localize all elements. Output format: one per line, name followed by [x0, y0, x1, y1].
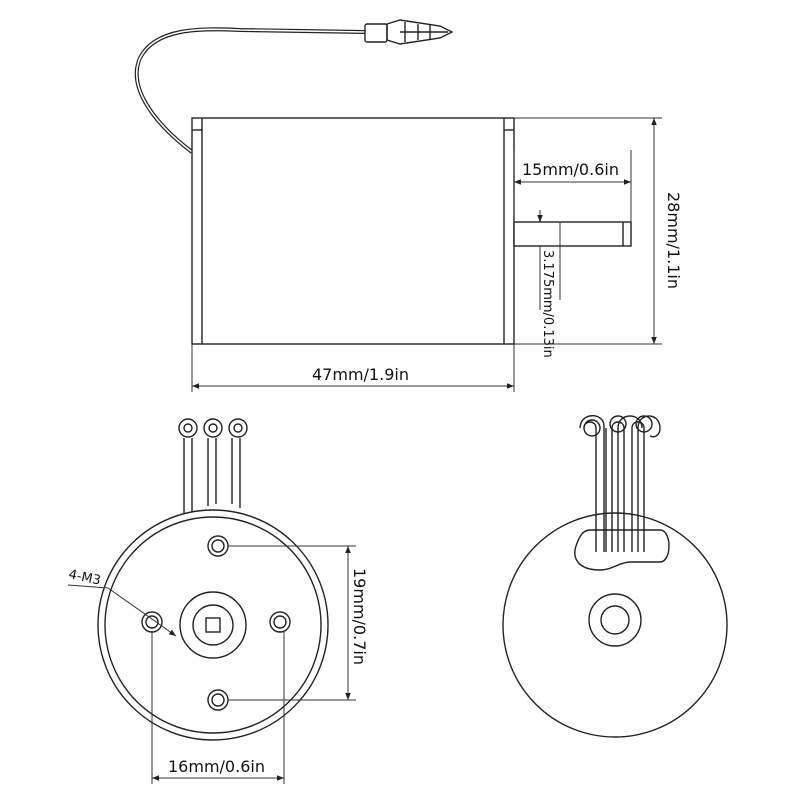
- mounting-hole-right: [269, 611, 291, 633]
- hole-spacing-horizontal-label: 16mm/0.6in: [168, 757, 265, 776]
- rear-wires: [579, 415, 661, 552]
- hole-spacing-vertical-label: 19mm/0.7in: [350, 568, 369, 665]
- body-length-label: 47mm/1.9in: [312, 365, 409, 384]
- motor-shaft: [513, 216, 632, 247]
- bullet-connector: [364, 19, 454, 45]
- front-wires: [178, 418, 248, 518]
- wire-end-2: [203, 418, 223, 438]
- rear-view: [502, 415, 728, 738]
- center-boss: [179, 591, 247, 659]
- front-face: [97, 509, 329, 741]
- rear-bearing: [588, 593, 642, 647]
- motor-body-side: [191, 117, 515, 345]
- shaft-diameter-label: 3.175mm/0.13in: [540, 250, 555, 358]
- rear-face: [502, 512, 728, 738]
- front-view: [97, 418, 329, 741]
- side-view: [134, 19, 632, 345]
- screw-spec-label: 4-M3: [67, 567, 102, 588]
- wire-exit-pad: [574, 529, 670, 571]
- side-dimensions: [191, 117, 662, 392]
- body-height-label: 28mm/1.1in: [664, 192, 683, 289]
- shaft-length-label: 15mm/0.6in: [522, 160, 619, 179]
- wire-end-3: [228, 418, 248, 438]
- wire-end-1: [178, 418, 198, 438]
- front-dimensions: [67, 545, 356, 784]
